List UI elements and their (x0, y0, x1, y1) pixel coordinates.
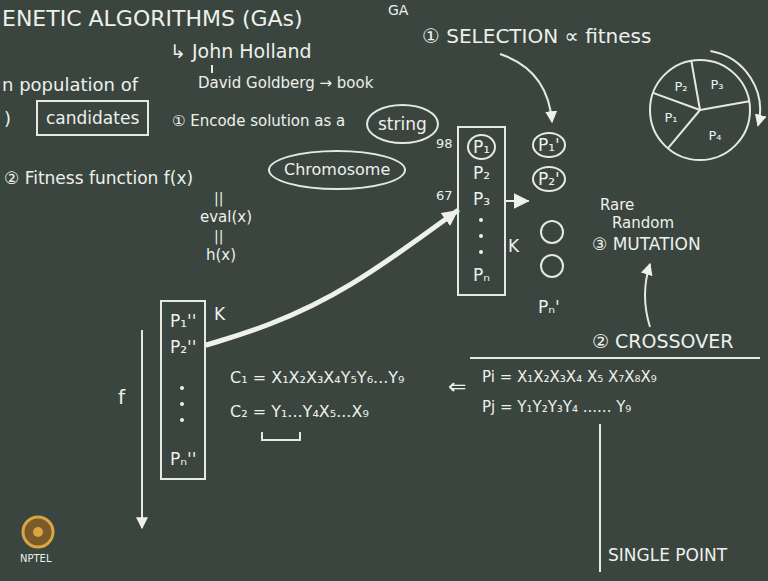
node-text: P₁'' (170, 308, 196, 334)
step-heading: ① SELECTION ∝ fitness (422, 24, 651, 48)
note: Rare (600, 196, 634, 214)
note: eval(x) (200, 208, 252, 226)
arrow-symbol: ⇐ (448, 374, 466, 400)
equals-mark: || (214, 190, 223, 207)
board-title: ENETIC ALGORITHMS (GAs) (2, 6, 303, 32)
ellipsis-dot (479, 218, 483, 222)
note: h(x) (206, 246, 236, 264)
node-text: P₂' (532, 166, 566, 192)
underline (470, 357, 760, 359)
boxed-term: candidates (36, 100, 149, 136)
note: ) (4, 108, 11, 130)
replace-arrow (206, 211, 457, 345)
circled-term: string (366, 104, 439, 144)
child-string: C₁ = X₁X₂X₃X₄Y₅Y₆...Y₉ (230, 368, 404, 387)
fitness-value: 98 (436, 136, 453, 152)
order-arrow (141, 330, 143, 528)
empty-circle (541, 221, 563, 243)
population-column: P₁P₂P₃ Pₙ (457, 126, 506, 296)
connector-arrow (506, 200, 528, 202)
sector-label: P₁ (664, 111, 677, 125)
sector-line (653, 93, 700, 110)
bracket (262, 432, 300, 440)
child-string: C₂ = Y₁...Y₄X₅...X₉ (230, 402, 369, 421)
selected-column: P₁' P₂' Pₙ' (528, 126, 570, 326)
node-text: P₂ (473, 160, 490, 186)
size-mark: K (214, 304, 225, 324)
note: f (118, 385, 125, 409)
circled-term: Chromosome (268, 150, 406, 190)
note: David Goldberg → book (198, 74, 373, 92)
node-text: P₃ (473, 186, 490, 212)
note: Random (612, 214, 674, 232)
note: SINGLE POINT (608, 545, 727, 565)
sector-label: P₃ (710, 78, 723, 92)
sector-line (700, 101, 749, 110)
note: ② Fitness function f(x) (4, 168, 193, 188)
logo-text: NPTEL (20, 553, 52, 565)
selection-arrow (500, 54, 552, 122)
step-heading: ③ MUTATION (592, 234, 701, 254)
nptel-logo (33, 527, 43, 537)
mutation-arrow (645, 264, 650, 327)
ellipsis-dot (180, 418, 184, 422)
node-text: P₂'' (170, 334, 196, 360)
node-text: P₁ (467, 134, 496, 160)
note: ↳ John Holland (170, 40, 312, 63)
node-text: string (378, 111, 427, 137)
wheel-outline (648, 58, 752, 162)
node-text: Chromosome (284, 157, 390, 183)
sector-label: P₄ (708, 129, 721, 143)
spin-arrow (710, 51, 760, 126)
ellipsis-dot (479, 234, 483, 238)
node-text: Pₙ (473, 262, 490, 288)
chalk-stroke (211, 65, 213, 73)
node-text: Pₙ'' (170, 446, 196, 472)
note: ① Encode solution as a (172, 112, 345, 130)
step-heading: ② CROSSOVER (592, 330, 733, 353)
parent-string: Pi = X₁X₂X₃X₄ X₅ X₇X₈X₉ (482, 368, 657, 386)
crossover-point-line (599, 424, 601, 572)
size-mark: K (508, 236, 519, 256)
wheel-circle (650, 60, 750, 160)
equals-mark: || (214, 228, 223, 245)
empty-circle (541, 255, 563, 277)
sector-line (691, 61, 700, 110)
roulette-wheel: P₁ P₂ P₃ P₄ (648, 58, 752, 162)
note: GA (388, 2, 408, 19)
ellipsis-dot (180, 402, 184, 406)
fitness-value: 67 (436, 188, 453, 204)
ellipsis-dot (479, 250, 483, 254)
node-text: Pₙ' (538, 294, 560, 320)
ellipsis-dot (180, 386, 184, 390)
node-text: candidates (46, 105, 139, 131)
parent-string: Pj = Y₁Y₂Y₃Y₄ ...... Y₉ (482, 398, 631, 416)
nptel-logo (23, 517, 53, 547)
node-text: P₁' (532, 132, 566, 158)
new-population-column: P₁''P₂'' Pₙ'' (160, 300, 206, 480)
sector-label: P₂ (674, 80, 687, 94)
note: n population of (2, 74, 138, 96)
